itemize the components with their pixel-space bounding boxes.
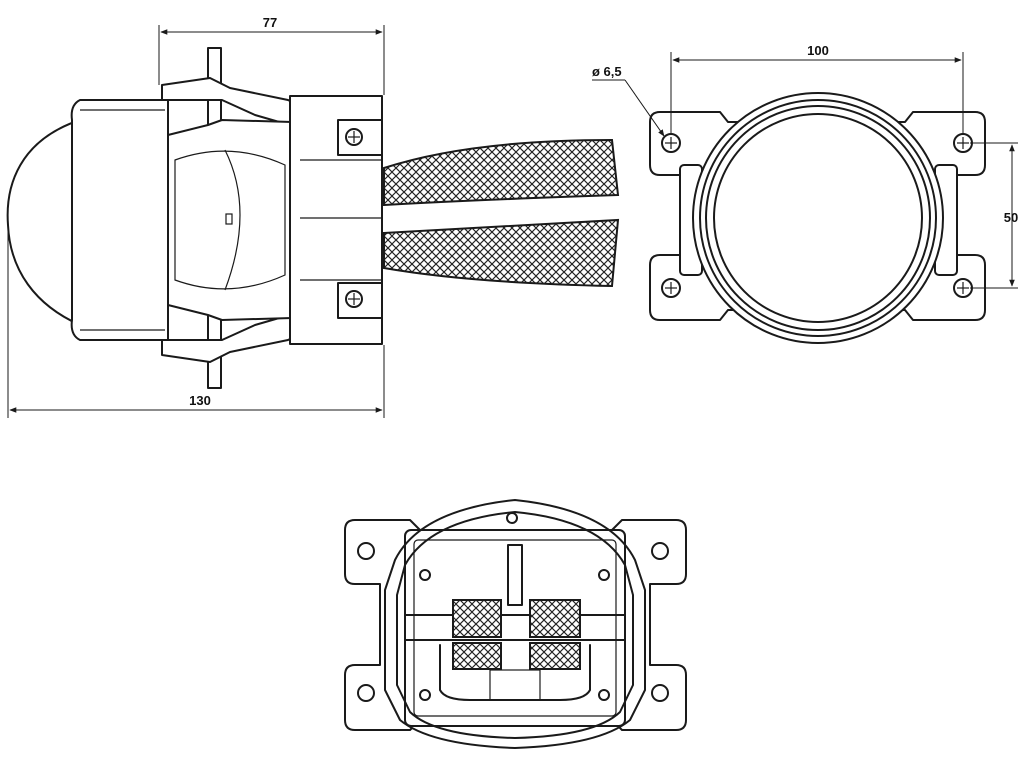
braided-strap-lower	[383, 218, 620, 288]
screw-icon	[598, 569, 610, 581]
reflector-housing	[167, 119, 301, 321]
braided-pad	[529, 599, 581, 638]
screw-head-icon	[345, 290, 363, 308]
reflector-inner	[174, 150, 286, 290]
screw-icon	[419, 689, 431, 701]
lens-ring	[705, 105, 931, 331]
lens-ring	[699, 99, 937, 337]
center-rib	[507, 544, 523, 606]
screw-icon	[419, 569, 431, 581]
rear-housing	[384, 499, 646, 749]
lens-outer-ring	[692, 92, 944, 344]
braided-pad	[529, 642, 581, 670]
screw-head-icon	[345, 128, 363, 146]
mounting-hole-icon	[651, 542, 669, 560]
braided-strap-upper	[383, 138, 620, 207]
mounting-hole-icon	[651, 684, 669, 702]
hole-diameter-label: ø 6,5	[592, 64, 622, 79]
reflector-curve	[224, 149, 241, 291]
rear-view	[344, 499, 687, 749]
lens-inner-ring	[713, 113, 923, 323]
lens-barrel	[70, 99, 169, 341]
dimension-label-130: 130	[189, 393, 211, 408]
connector-block	[489, 669, 541, 701]
mounting-hole-icon	[357, 542, 375, 560]
screw-icon	[506, 512, 518, 524]
front-view: 100 50 ø 6,5	[592, 43, 1018, 344]
dimension-label-100: 100	[807, 43, 829, 58]
screw-boss-bottom	[337, 282, 383, 319]
lens-dome	[6, 119, 81, 326]
rear-frame-inner	[413, 539, 617, 717]
braided-pad	[452, 642, 502, 670]
mounting-hole-icon	[357, 684, 375, 702]
side-view: 77 130	[6, 15, 620, 418]
reflector-clip	[225, 213, 233, 225]
screw-icon	[598, 689, 610, 701]
leader-line	[624, 79, 665, 137]
dimension-label-77: 77	[263, 15, 277, 30]
rear-frame	[404, 529, 626, 727]
braided-pad	[452, 599, 502, 638]
mounting-hole-icon	[661, 278, 681, 298]
dimension-label-50: 50	[1004, 210, 1018, 225]
rear-housing-ring	[396, 511, 634, 739]
